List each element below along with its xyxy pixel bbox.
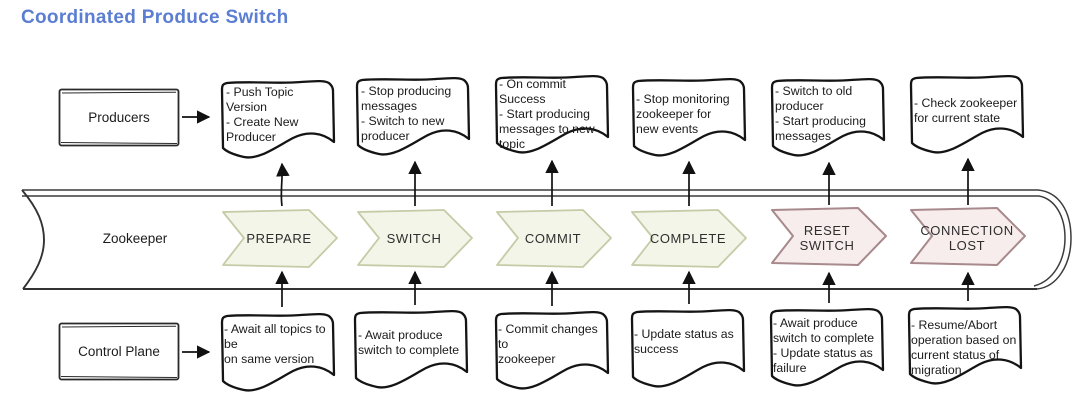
producers-label: Producers (88, 110, 150, 125)
stage-label-commit: COMMIT (524, 231, 582, 246)
control-plane-note: - Await produce switch to complete - Upd… (773, 316, 875, 375)
control-plane-note: - Commit changes to zookeeper (498, 321, 598, 366)
lane-right-cap-outer (1036, 189, 1072, 290)
lane-left-arc (21, 189, 45, 290)
producer-note: - Switch to old producer - Start produci… (775, 84, 866, 143)
control-plane-note: - Update status as success (634, 327, 734, 356)
producer-note-shapes (220, 74, 1025, 159)
stage-label-connection-lost: CONNECTION LOST (920, 223, 1014, 253)
lane-right-cap-inner (1033, 195, 1066, 287)
zookeeper-lane-label: Zookeeper (102, 231, 168, 246)
stage-chevron-shapes (222, 207, 1026, 268)
stage-label-reset-switch: RESET SWITCH (799, 223, 855, 253)
stage-label-prepare: PREPARE (246, 231, 312, 246)
arrow-stage-to-top-note (276, 162, 290, 207)
control-plane-box (58, 322, 180, 381)
connector-arrows (182, 110, 975, 359)
producers-box (58, 88, 180, 147)
producer-note: - Stop producing messages - Switch to ne… (361, 84, 452, 143)
control-plane-note: - Await produce switch to complete (358, 328, 460, 357)
control-plane-note: - Resume/Abort operation based on curren… (911, 318, 1017, 377)
producer-note: - On commit Success - Start producing me… (499, 76, 595, 151)
page-title: Coordinated Produce Switch (21, 7, 289, 28)
producer-note: - Check zookeeper for current state (914, 96, 1018, 125)
stage-label-complete: COMPLETE (649, 231, 727, 246)
producer-note: - Push Topic Version - Create New Produc… (226, 85, 299, 144)
producer-note: - Stop monitoring zookeeper for new even… (636, 91, 730, 136)
control-plane-note: - Await all topics to be on same version (224, 321, 326, 366)
zookeeper-lane-shape (21, 189, 1072, 290)
stage-label-switch: SWITCH (386, 231, 442, 246)
control-plane-note-shapes (220, 305, 1023, 392)
control-plane-label: Control Plane (78, 344, 160, 359)
